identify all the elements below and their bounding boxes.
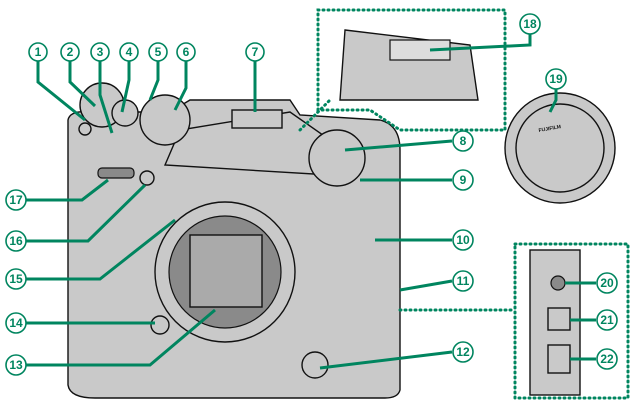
svg-text:13: 13 [9,358,23,372]
callout-1: 1 [28,42,48,62]
callout-19: 19 [545,68,567,90]
callout-14: 14 [5,312,27,334]
callout-10: 10 [452,229,474,251]
svg-text:19: 19 [549,72,563,86]
svg-text:21: 21 [600,313,614,327]
svg-text:10: 10 [456,233,470,247]
callout-17: 17 [5,189,27,211]
callout-11: 11 [452,270,474,292]
callout-2: 2 [60,42,80,62]
flash-inset-frame [316,8,507,132]
svg-text:1: 1 [35,45,42,59]
svg-text:2: 2 [67,45,74,59]
callout-3: 3 [90,42,110,62]
body-cap: FUJIFILM [504,92,616,204]
svg-text:22: 22 [600,352,614,366]
callout-20: 20 [596,272,618,294]
svg-text:16: 16 [9,234,23,248]
callout-5: 5 [148,42,168,62]
svg-text:4: 4 [126,45,133,59]
svg-text:17: 17 [9,193,23,207]
svg-text:15: 15 [9,272,23,286]
svg-text:6: 6 [183,45,190,59]
callout-7: 7 [245,42,265,62]
callout-8: 8 [452,130,474,152]
svg-text:20: 20 [600,276,614,290]
svg-text:11: 11 [457,274,470,288]
svg-text:14: 14 [9,316,23,330]
camera-body [67,82,401,399]
svg-text:3: 3 [97,45,104,59]
callout-9: 9 [452,169,474,191]
callout-4: 4 [119,42,139,62]
callout-12: 12 [452,341,474,363]
callout-18: 18 [519,13,541,35]
svg-text:12: 12 [456,345,470,359]
svg-text:7: 7 [252,45,259,59]
svg-text:5: 5 [155,45,162,59]
callout-15: 15 [5,268,27,290]
callout-22: 22 [596,348,618,370]
callout-21: 21 [596,309,618,331]
ports-inset-frame [513,242,630,400]
callout-16: 16 [5,230,27,252]
svg-text:9: 9 [460,173,467,187]
callout-13: 13 [5,354,27,376]
svg-text:18: 18 [523,17,537,31]
callout-6: 6 [176,42,196,62]
svg-text:8: 8 [460,134,467,148]
body-cap-text: FUJIFILM [538,124,561,134]
leader-lines [26,32,596,370]
